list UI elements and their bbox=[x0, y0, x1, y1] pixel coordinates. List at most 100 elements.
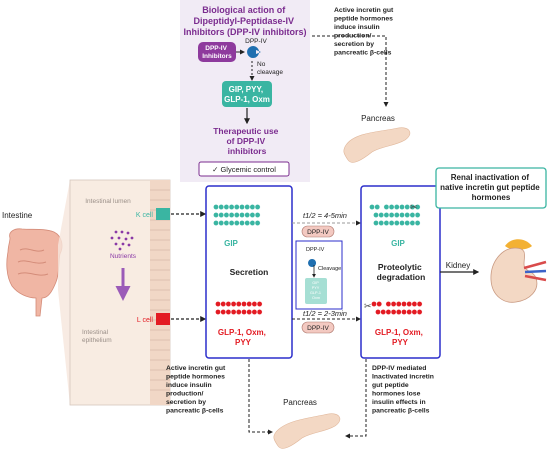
inset-dppiv-label: DPP-IV bbox=[306, 247, 325, 253]
glp-peptide-chain bbox=[215, 301, 263, 315]
peptide-residue bbox=[239, 212, 245, 218]
peptide-residue bbox=[249, 212, 256, 218]
dppiv-pill-bottom-label: DPP-IV bbox=[307, 325, 329, 332]
zoom-cone bbox=[58, 180, 70, 405]
peptide-residue bbox=[395, 309, 402, 315]
top-dppiv-small: DPP-IV bbox=[245, 38, 267, 45]
glycemic-control-box bbox=[198, 161, 290, 177]
peptide-residue bbox=[244, 204, 250, 210]
nutrients-label: Nutrients bbox=[110, 253, 137, 260]
pancreas-bottom-label: Pancreas bbox=[283, 398, 317, 407]
k-cell bbox=[156, 208, 170, 220]
intestine-icon bbox=[6, 228, 63, 317]
peptide-residue bbox=[399, 220, 405, 226]
glycemic-control-label: ✓ Glycemic control bbox=[212, 165, 276, 174]
secretion-to-pancreas-arrow bbox=[248, 420, 273, 435]
peptide-residue bbox=[218, 212, 224, 218]
peptide-residue bbox=[254, 204, 261, 210]
peptide-residue bbox=[215, 301, 221, 307]
l-cell bbox=[156, 313, 170, 325]
peptide-residue bbox=[371, 301, 377, 307]
peptide-residue bbox=[378, 220, 385, 226]
therapeutic-use-label: Therapeutic use of DPP-IV inhibitors bbox=[213, 126, 281, 156]
kidney-vein bbox=[524, 269, 547, 274]
adrenal-gland bbox=[505, 239, 532, 250]
l-cell-label: L cell bbox=[137, 317, 154, 324]
peptide-residue bbox=[223, 220, 230, 226]
pancreas-top-label: Pancreas bbox=[361, 114, 395, 123]
bottom-right-note: DPP-IV mediated Inactivated incretin gut… bbox=[372, 365, 436, 415]
dppiv-pill-top bbox=[301, 225, 335, 238]
peptide-residue bbox=[225, 301, 232, 307]
peptide-residue bbox=[235, 309, 242, 315]
hormone-box bbox=[222, 81, 272, 107]
peptide-residue bbox=[383, 220, 390, 226]
kidney-vessels bbox=[523, 260, 547, 282]
peptide-residue bbox=[388, 220, 395, 226]
glp-degraded-chain bbox=[371, 301, 423, 315]
peptide-residue bbox=[383, 212, 390, 218]
peptide-residue bbox=[249, 204, 256, 210]
scissors-icon-top: ✂ bbox=[410, 202, 418, 212]
peptide-residue bbox=[220, 309, 226, 315]
epithelium-wall bbox=[150, 180, 170, 405]
peptide-residue bbox=[218, 204, 224, 210]
peptide-residue bbox=[213, 220, 219, 226]
peptide-residue bbox=[228, 204, 235, 210]
peptide-residue bbox=[390, 309, 397, 315]
peptide-residue bbox=[411, 309, 418, 315]
renal-box bbox=[435, 167, 547, 209]
scissors-icon-bottom: ✂ bbox=[364, 301, 372, 311]
inset-enzyme-icon bbox=[308, 259, 317, 267]
peptide-residue bbox=[388, 212, 395, 218]
peptide-residue bbox=[246, 301, 252, 307]
degradation-to-pancreas-arrow bbox=[345, 359, 367, 439]
epithelium-label: Intestinal epithelium bbox=[82, 329, 112, 344]
top-panel-title: Biological action of Dipeptidyl-Peptidas… bbox=[184, 5, 307, 37]
peptide-residue bbox=[378, 212, 385, 218]
peptide-residue bbox=[228, 212, 235, 218]
pancreas-bottom-icon bbox=[273, 413, 341, 449]
peptide-residue bbox=[223, 204, 230, 210]
peptide-residue bbox=[393, 220, 400, 226]
hormone-box-label: GIP, PYY, GLP-1, Oxm bbox=[224, 85, 270, 104]
secretion-gip-label: GIP bbox=[224, 239, 238, 248]
peptide-residue bbox=[414, 220, 421, 226]
peptide-residue bbox=[369, 204, 375, 210]
peptide-residue bbox=[251, 301, 258, 307]
peptide-residue bbox=[385, 309, 392, 315]
peptide-residue bbox=[244, 212, 250, 218]
peptide-residue bbox=[373, 220, 379, 226]
peptide-residue bbox=[404, 220, 411, 226]
peptide-residue bbox=[409, 212, 416, 218]
peptide-residue bbox=[380, 309, 387, 315]
pancreas-top-icon bbox=[343, 127, 411, 163]
secretion-label: Secretion bbox=[230, 267, 269, 277]
peptide-residue bbox=[230, 309, 237, 315]
peptide-residue bbox=[401, 309, 407, 315]
peptide-residue bbox=[411, 301, 418, 307]
dppiv-inhibitors-label: DPP-IV Inhibitors bbox=[202, 45, 232, 60]
bottom-left-note: Active incretin gut peptide hormones ind… bbox=[166, 365, 227, 415]
peptide-residue bbox=[393, 212, 400, 218]
degradation-glp-label: GLP-1, Oxm, PYY bbox=[375, 328, 425, 347]
inset-hormone-box bbox=[305, 278, 327, 304]
dppiv-inhibitors-pill bbox=[198, 42, 236, 62]
peptide-residue bbox=[218, 220, 224, 226]
gip-peptide-chain bbox=[213, 204, 261, 226]
peptide-residue bbox=[239, 220, 245, 226]
peptide-residue bbox=[225, 309, 232, 315]
intestinal-lumen-label: Intestinal lumen bbox=[85, 198, 131, 205]
peptide-residue bbox=[395, 301, 402, 307]
peptide-residue bbox=[246, 309, 252, 315]
peptide-residue bbox=[244, 220, 250, 226]
peptide-residue bbox=[233, 212, 240, 218]
degradation-gip-label: GIP bbox=[391, 239, 405, 248]
no-cleavage-label: No cleavage bbox=[257, 61, 283, 76]
peptide-residue bbox=[375, 309, 381, 315]
peptide-residue bbox=[215, 309, 221, 315]
peptide-residue bbox=[416, 309, 423, 315]
peptide-residue bbox=[376, 301, 383, 307]
